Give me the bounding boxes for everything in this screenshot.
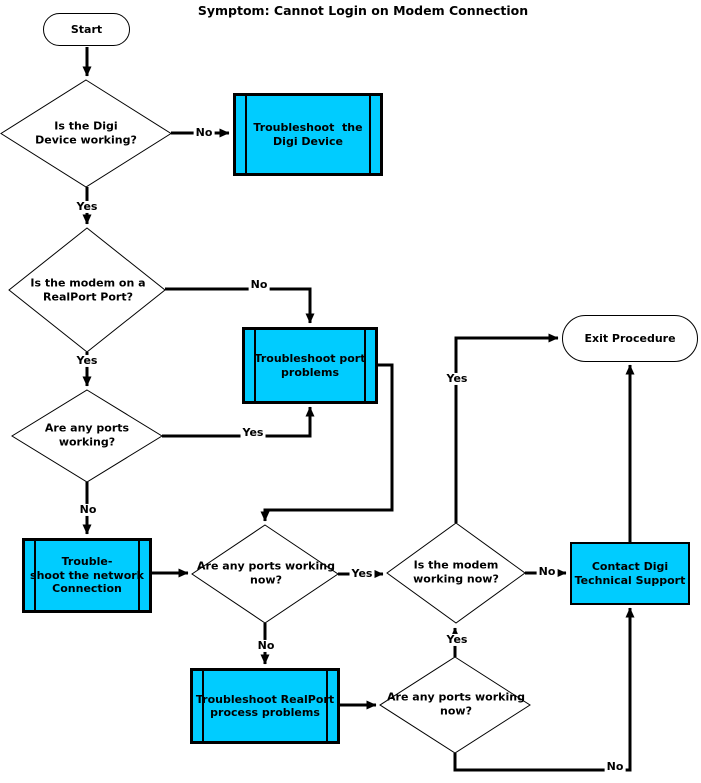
- edge-label-yes-ports-bottom: Yes: [444, 632, 470, 647]
- decision-label-is-modem-realport: Is the modem on a RealPort Port?: [30, 276, 146, 303]
- start-terminator: Start: [43, 13, 130, 46]
- edge-label-no-modem-now: No: [536, 564, 558, 579]
- decision-label-is-modem-working-now: Is the modem working now?: [413, 558, 499, 585]
- decision-is-modem-working-now: [386, 522, 526, 624]
- edge-label-yes-ports-working: Yes: [240, 425, 266, 440]
- decision-ports-working-now-mid: [191, 524, 339, 624]
- process-troubleshoot-realport-process: Troubleshoot RealPort process problems: [190, 668, 340, 744]
- decision-ports-working-now-bottom: [379, 656, 531, 754]
- edge-label-yes-digi: Yes: [74, 199, 100, 214]
- process-contact-digi-technical-support: Contact Digi Technical Support: [570, 542, 690, 605]
- decision-is-digi-working: [0, 79, 172, 188]
- edge-label-yes-realport: Yes: [74, 353, 100, 368]
- decision-label-ports-working-now-bottom: Are any ports working now?: [387, 690, 525, 717]
- edge-label-no-ports-bottom: No: [604, 759, 626, 774]
- decision-label-any-ports-working: Are any ports working?: [44, 421, 130, 448]
- process-troubleshoot-digi-device: Troubleshoot the Digi Device: [233, 93, 383, 176]
- decision-any-ports-working: [11, 389, 163, 483]
- exit-procedure-terminator: Exit Procedure: [562, 315, 698, 362]
- edge-label-no-ports-now: No: [255, 638, 277, 653]
- decision-is-modem-realport: [8, 227, 166, 353]
- edge-label-yes-ports-now: Yes: [349, 566, 375, 581]
- decision-label-is-digi-working: Is the Digi Device working?: [35, 119, 137, 146]
- process-troubleshoot-network-connection: Trouble- shoot the network Connection: [22, 538, 152, 613]
- process-troubleshoot-port-problems: Troubleshoot port problems: [242, 327, 378, 404]
- edge-label-yes-modem-now: Yes: [444, 371, 470, 386]
- edge-label-no-ports-working: No: [77, 502, 99, 517]
- edge-modem-now-yes: [454, 333, 559, 523]
- decision-label-ports-working-now-mid: Are any ports working now?: [197, 559, 335, 586]
- page-title: Symptom: Cannot Login on Modem Connectio…: [197, 3, 529, 18]
- edge-ports-working-yes: [162, 406, 315, 438]
- edge-ports-bottom-no: [453, 607, 635, 772]
- edge-realport-decision-no: [165, 287, 315, 324]
- edge-label-no-digi: No: [193, 125, 215, 140]
- edge-port-problems-to-ports-now: [260, 363, 394, 522]
- edge-label-no-realport: No: [248, 277, 270, 292]
